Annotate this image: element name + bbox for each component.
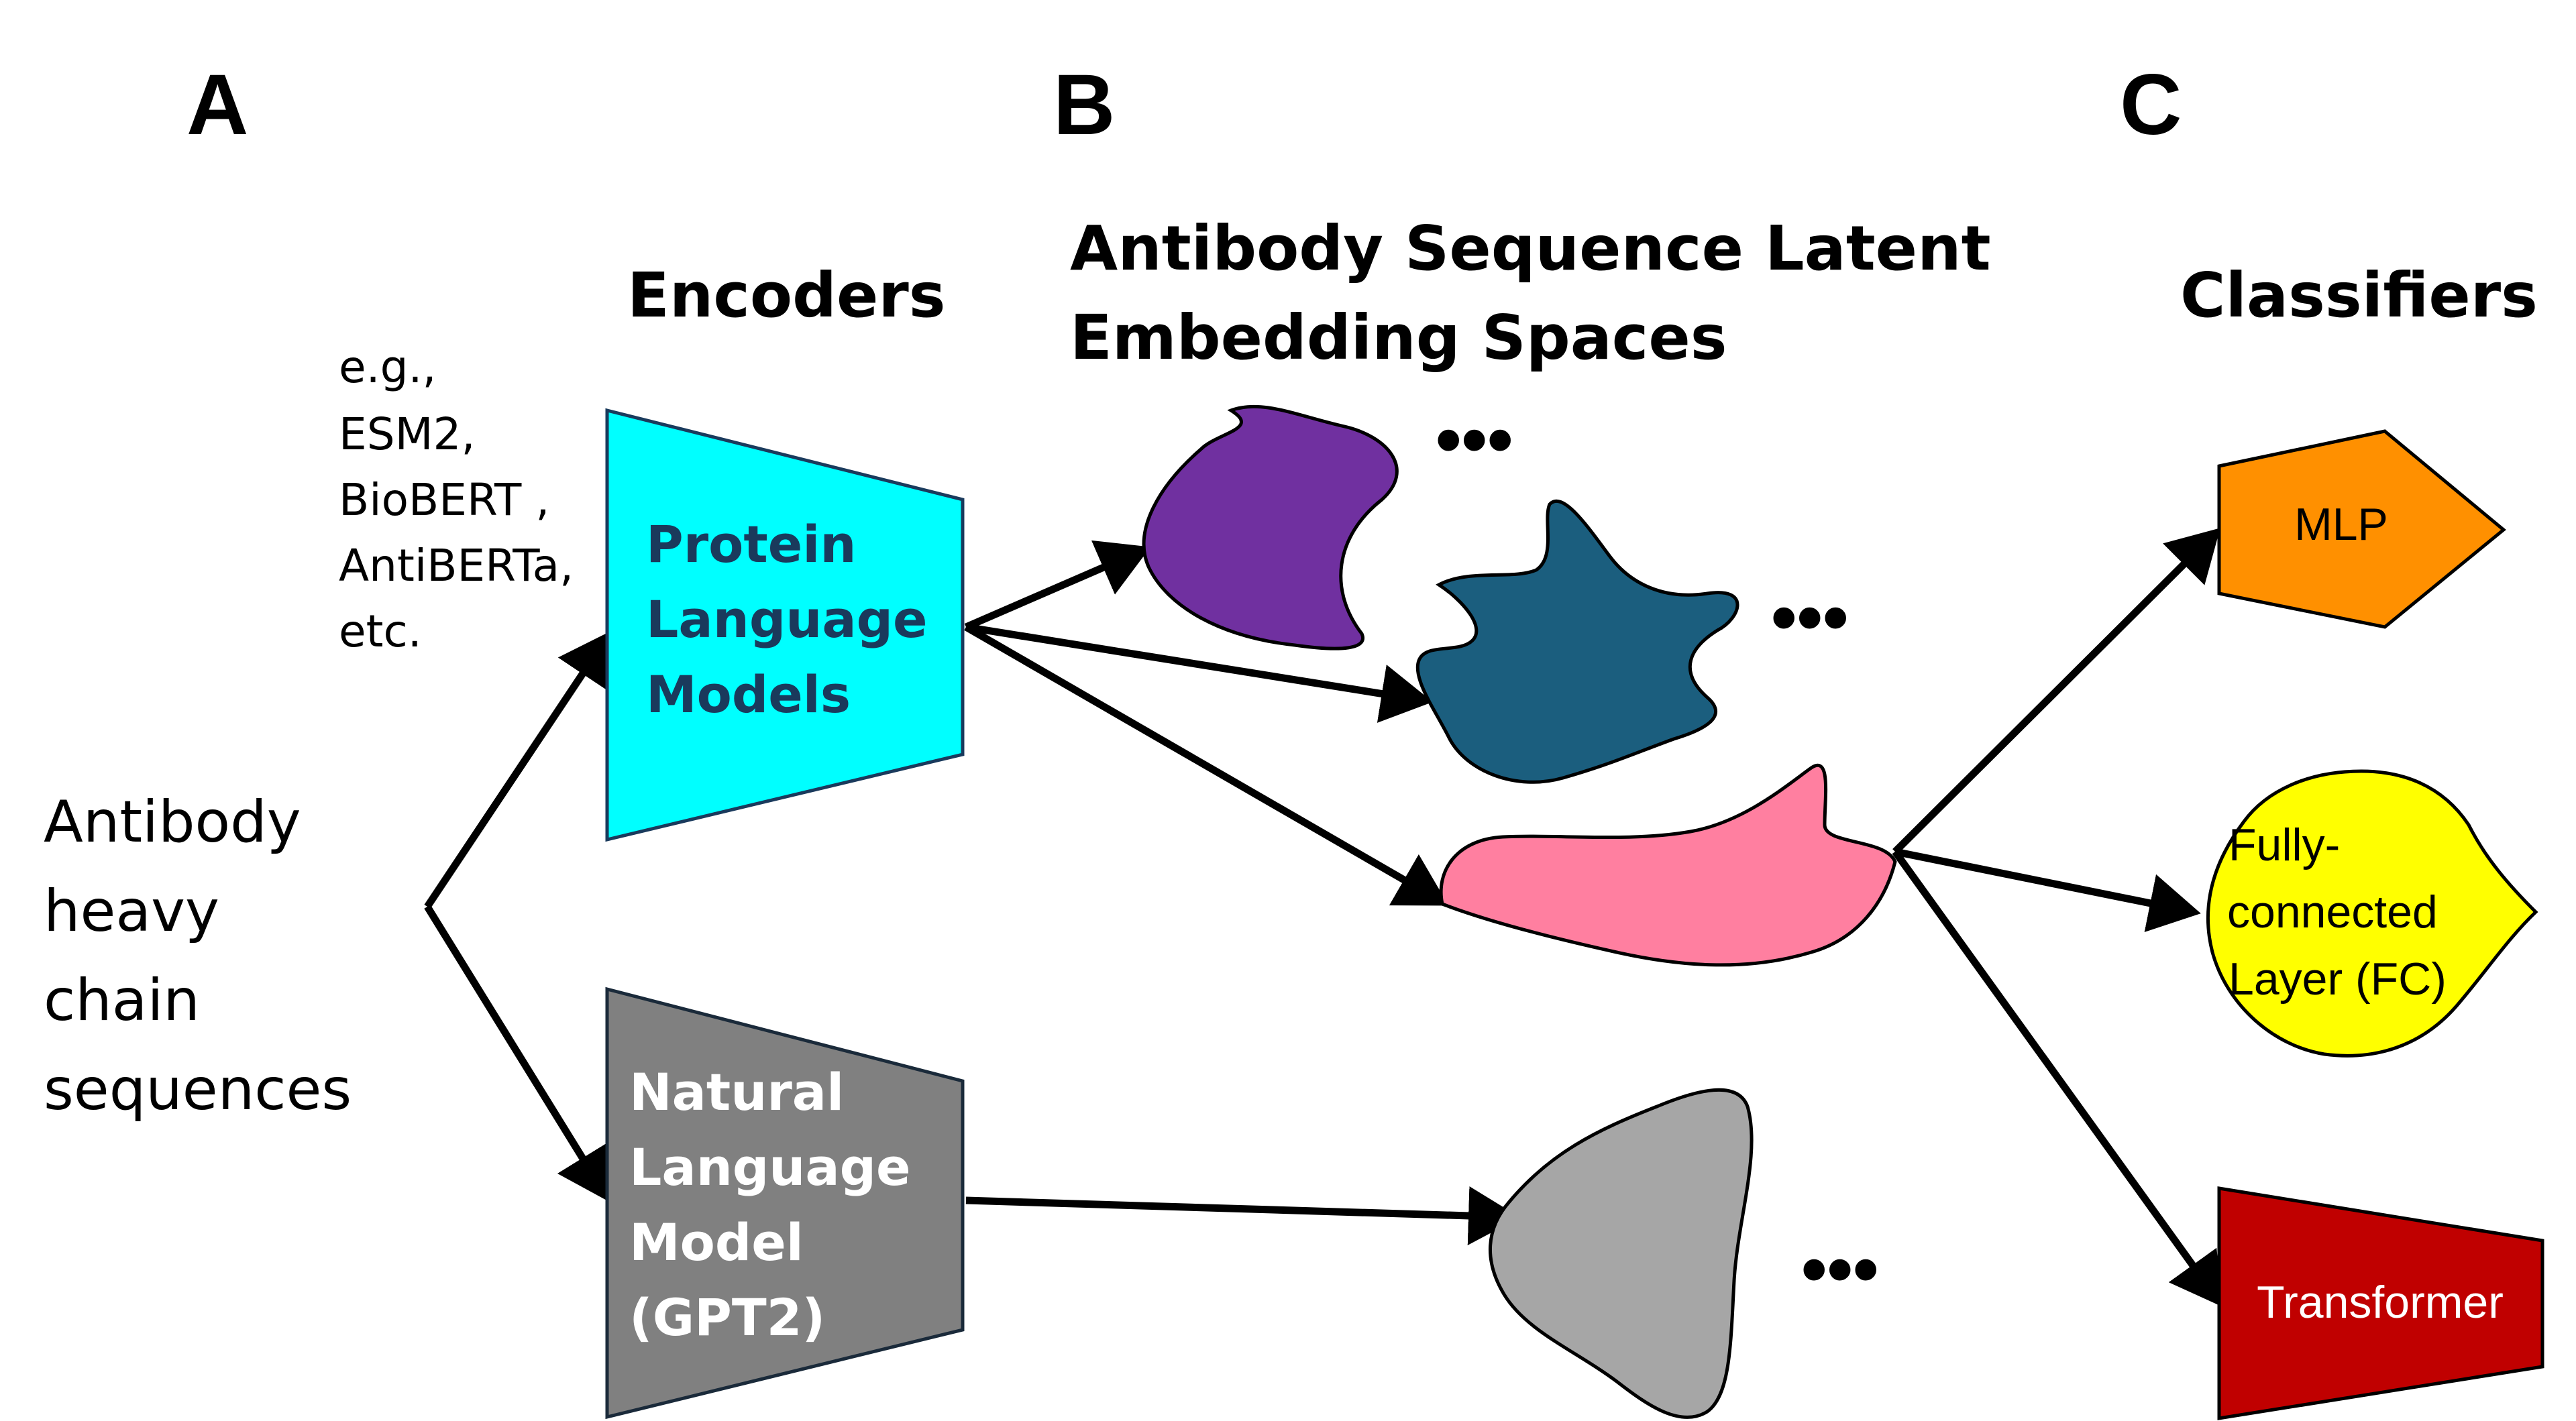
panel-label-a: A xyxy=(186,57,248,153)
protein-encoder-label: Language xyxy=(646,589,928,649)
arrows-input-to-encoders xyxy=(424,630,612,1202)
example-line: AntiBERTa, xyxy=(339,540,574,591)
arrows-encoders-to-embeddings xyxy=(964,540,1520,1245)
arrow-to-teal-embedding xyxy=(965,623,1433,723)
input-label-line: sequences xyxy=(44,1056,352,1123)
embedding-space-pink xyxy=(1439,764,1897,967)
input-label-line: Antibody xyxy=(44,789,301,856)
protein-language-model-encoder: Protein Language Models xyxy=(605,408,965,842)
input-label-line: heavy xyxy=(44,878,219,945)
natural-language-model-encoder: Natural Language Model (GPT2) xyxy=(605,986,965,1420)
input-label: Antibody heavy chain sequences xyxy=(44,789,352,1123)
arrow-to-natural-encoder xyxy=(424,905,610,1202)
embedding-space-teal xyxy=(1415,499,1739,784)
heading-encoders: Encoders xyxy=(627,260,945,331)
protein-encoder-label: Protein xyxy=(646,514,856,574)
arrow-to-fc xyxy=(1894,848,2201,933)
transformer-label: Transformer xyxy=(2257,1277,2504,1328)
fc-label: Fully- xyxy=(2229,819,2340,870)
arrow-to-purple-embedding xyxy=(964,540,1151,631)
example-line: ESM2, xyxy=(339,408,476,460)
heading-classifiers: Classifiers xyxy=(2180,260,2538,331)
heading-latent-line1: Antibody Sequence Latent xyxy=(1070,213,1991,284)
embedding-space-purple xyxy=(1142,404,1399,650)
fc-label: Layer (FC) xyxy=(2229,954,2447,1005)
embedding-space-gray xyxy=(1488,1088,1754,1419)
example-line: etc. xyxy=(339,606,422,657)
example-line: e.g., xyxy=(339,341,436,393)
protein-encoder-label: Models xyxy=(646,665,851,724)
panel-label-c: C xyxy=(2120,57,2182,153)
natural-encoder-label: Natural xyxy=(629,1062,844,1122)
classifier-mlp: MLP xyxy=(2217,429,2506,629)
natural-encoder-shape xyxy=(605,986,965,1420)
natural-encoder-label: (GPT2) xyxy=(629,1288,825,1347)
mlp-shape xyxy=(2217,429,2506,629)
encoder-examples: e.g., ESM2, BioBERT , AntiBERTa, etc. xyxy=(339,341,574,657)
arrow-to-pink-embedding xyxy=(964,624,1449,906)
input-label-line: chain xyxy=(44,967,200,1034)
classifier-transformer: Transformer xyxy=(2217,1186,2544,1420)
arrow-to-gray-embedding xyxy=(965,1186,1520,1245)
transformer-shape xyxy=(2217,1186,2544,1420)
natural-encoder-label: Model xyxy=(629,1212,804,1272)
arrow-to-protein-encoder xyxy=(424,630,612,909)
natural-encoder-label: Language xyxy=(629,1137,911,1197)
fc-label: connected xyxy=(2227,887,2438,937)
arrow-to-transformer xyxy=(1892,849,2223,1307)
classifier-fully-connected-layer: Fully- connected Layer (FC) xyxy=(2206,769,2538,1058)
arrows-embedding-to-classifiers xyxy=(1892,528,2223,1307)
example-line: BioBERT , xyxy=(339,474,549,526)
panel-label-b: B xyxy=(1053,57,1115,153)
protein-encoder-shape xyxy=(605,408,965,842)
heading-latent-line2: Embedding Spaces xyxy=(1070,302,1727,374)
fc-shape xyxy=(2206,769,2538,1058)
more-spaces-ellipsis: ••• xyxy=(1771,576,1849,659)
arrow-to-mlp xyxy=(1892,528,2220,854)
more-spaces-ellipsis: ••• xyxy=(1436,398,1513,481)
more-spaces-ellipsis: ••• xyxy=(1801,1228,1879,1310)
mlp-label: MLP xyxy=(2294,499,2388,550)
